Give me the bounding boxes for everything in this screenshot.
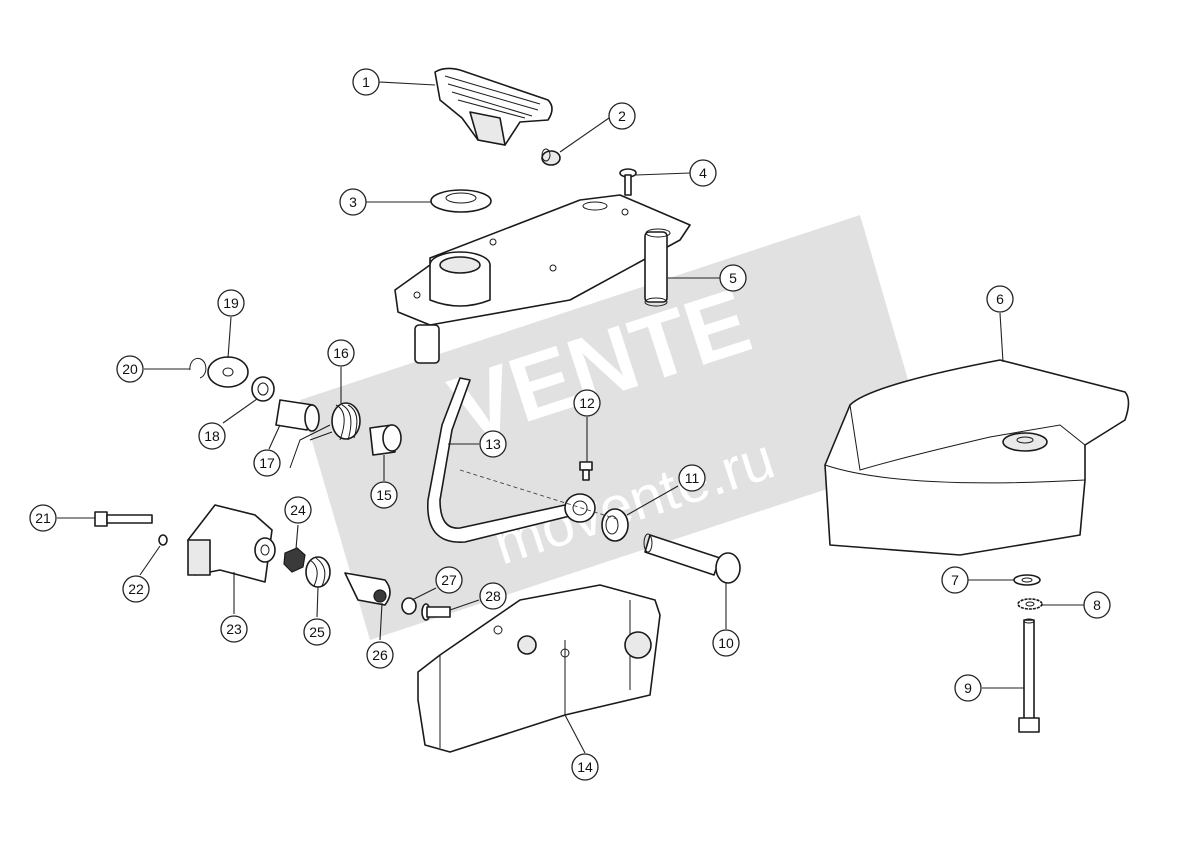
callout-label: 5: [729, 270, 737, 286]
part-15-sleeve: [369, 424, 402, 456]
callout-label: 10: [718, 635, 734, 651]
part-17-tube: [275, 399, 320, 432]
callout-label: 16: [333, 345, 349, 361]
callout-label: 7: [951, 572, 959, 588]
part-13-lever-rod: [427, 377, 621, 543]
callout-label: 3: [349, 194, 357, 210]
part-21-long-screw: [94, 511, 153, 527]
callout-22: 22: [122, 575, 150, 603]
callout-label: 21: [35, 510, 51, 526]
callout-label: 26: [372, 647, 388, 663]
callout-label: 14: [577, 759, 593, 775]
part-8-lock-washer: [1017, 598, 1043, 610]
callout-26: 26: [366, 641, 394, 669]
callout-label: 24: [290, 502, 306, 518]
callout-10: 10: [712, 629, 740, 657]
callout-label: 20: [122, 361, 138, 377]
callout-label: 9: [964, 680, 972, 696]
callout-label: 22: [128, 581, 144, 597]
callout-14: 14: [571, 753, 599, 781]
part-28-pin: [421, 603, 451, 621]
callout-12: 12: [573, 389, 601, 417]
callout-19: 19: [217, 289, 245, 317]
part-1-pedal-pad: [434, 67, 553, 146]
part-18-ring: [251, 376, 275, 402]
callout-label: 25: [309, 624, 325, 640]
part-9-long-bolt: [1018, 618, 1040, 733]
callout-1: 1: [352, 68, 380, 96]
callout-17: 17: [253, 449, 281, 477]
part-10-pivot-pin: [643, 533, 741, 584]
callout-label: 18: [204, 428, 220, 444]
callout-label: 28: [485, 588, 501, 604]
part-7-washer: [1013, 574, 1041, 586]
callout-16: 16: [327, 339, 355, 367]
callout-11: 11: [678, 464, 706, 492]
part-22-small-washer: [158, 534, 168, 546]
callout-24: 24: [284, 496, 312, 524]
callout-3: 3: [339, 188, 367, 216]
callout-label: 17: [259, 455, 275, 471]
callout-27: 27: [435, 566, 463, 594]
callout-13: 13: [479, 430, 507, 458]
part-19-washer: [207, 356, 249, 388]
callout-label: 15: [376, 487, 392, 503]
part-11-bushing-ring: [601, 508, 629, 542]
part-20-circlip: [189, 357, 207, 379]
part-24-nut: [283, 547, 306, 573]
callout-9: 9: [954, 674, 982, 702]
part-2-bushing: [541, 148, 561, 166]
callout-label: 11: [685, 470, 700, 486]
callout-25: 25: [303, 618, 331, 646]
part-6-cover-tray: [824, 359, 1130, 556]
callout-label: 1: [362, 74, 370, 90]
callout-label: 8: [1093, 597, 1101, 613]
callout-2: 2: [608, 102, 636, 130]
callout-label: 6: [996, 291, 1004, 307]
part-12-small-screw: [579, 461, 593, 481]
part-27-washer: [401, 597, 417, 615]
leader-lines: [57, 81, 1084, 754]
callout-28: 28: [479, 582, 507, 610]
part-16-torsion-spring: [289, 402, 361, 469]
callout-6: 6: [986, 285, 1014, 313]
callout-label: 2: [618, 108, 626, 124]
callout-label: 13: [485, 436, 501, 452]
callout-21: 21: [29, 504, 57, 532]
part-14-base-housing: [417, 584, 661, 753]
part-3-cap: [430, 189, 492, 213]
part-25-spring: [305, 556, 331, 588]
callout-label: 23: [226, 621, 242, 637]
callout-18: 18: [198, 422, 226, 450]
callout-7: 7: [941, 566, 969, 594]
callout-20: 20: [116, 355, 144, 383]
callout-label: 12: [579, 395, 595, 411]
part-4-screw: [619, 168, 637, 196]
callout-4: 4: [689, 159, 717, 187]
part-5-top-plate: [394, 194, 691, 364]
callout-23: 23: [220, 615, 248, 643]
callout-5: 5: [719, 264, 747, 292]
part-23-sensor-block: [187, 504, 276, 583]
callout-label: 27: [441, 572, 457, 588]
part-26-cam-lever: [344, 572, 391, 606]
callout-label: 19: [223, 295, 239, 311]
callout-label: 4: [699, 165, 707, 181]
callout-15: 15: [370, 481, 398, 509]
callout-8: 8: [1083, 591, 1111, 619]
